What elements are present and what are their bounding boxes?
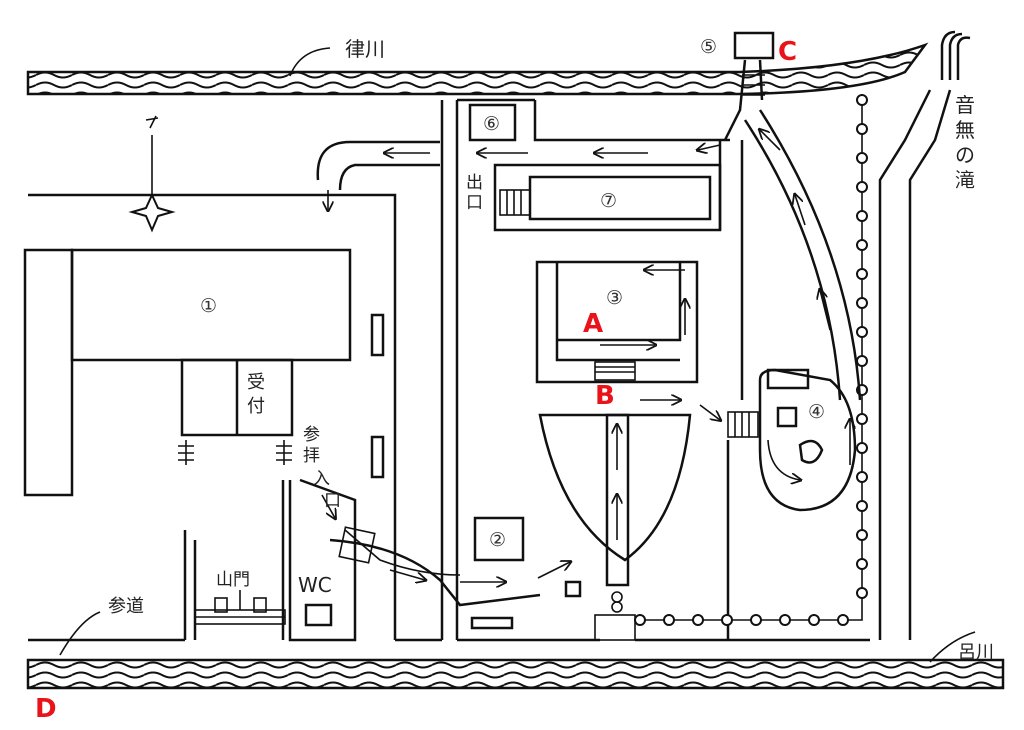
fence-post	[856, 268, 868, 280]
river-rosen	[26, 611, 1005, 690]
building-1	[23, 248, 352, 497]
precinct-walls	[28, 89, 952, 642]
char: 口	[466, 193, 483, 213]
label-sanmon: 山門	[216, 570, 250, 590]
building-3	[535, 260, 699, 384]
char: の	[955, 143, 975, 167]
fence-post	[837, 614, 849, 626]
label-wc: WC	[298, 573, 332, 597]
waterfall-icon	[940, 30, 971, 80]
fence-post	[856, 558, 868, 570]
walkway	[605, 413, 630, 587]
building-7	[493, 163, 722, 232]
char: 無	[955, 118, 975, 142]
marker-b: B	[595, 381, 615, 411]
building-4-number: ④	[808, 401, 825, 423]
label-exit: 出 口	[466, 173, 483, 213]
fence-post	[856, 442, 868, 454]
char: 拝	[303, 446, 320, 466]
fence-post	[779, 614, 791, 626]
fence-post	[856, 239, 868, 251]
fence-post	[856, 297, 868, 309]
fence-post	[692, 614, 704, 626]
fence-post	[856, 500, 868, 512]
steps	[594, 614, 636, 641]
marker-d: D	[35, 694, 57, 724]
building-5	[733, 31, 775, 60]
building-3-number: ③	[606, 287, 623, 309]
fence-post	[856, 355, 868, 367]
char: 口	[324, 491, 341, 511]
char: 滝	[955, 168, 975, 192]
label-sando: 参道	[108, 596, 144, 617]
char: 参	[303, 425, 320, 445]
building-6-number: ⑥	[483, 113, 500, 135]
fence-post	[634, 614, 646, 626]
building-1-number: ①	[200, 295, 217, 317]
fence-post	[856, 94, 868, 106]
fence-post	[808, 614, 820, 626]
fence-post	[856, 471, 868, 483]
fence-post	[750, 614, 762, 626]
lantern	[370, 435, 385, 479]
marker-c: C	[778, 37, 797, 67]
building-6	[468, 103, 517, 142]
label-entrance: 参 拝 入 口	[303, 425, 341, 511]
label-rosen: 呂川	[958, 642, 994, 663]
char: 出	[466, 173, 483, 193]
wc-building	[304, 603, 333, 627]
label-ritsusen: 律川	[345, 37, 385, 61]
fence-post	[856, 529, 868, 541]
lantern	[370, 313, 385, 357]
fence-post	[856, 326, 868, 338]
fence-post	[856, 152, 868, 164]
fence-post	[663, 614, 675, 626]
fence	[634, 94, 868, 626]
fence-post	[856, 123, 868, 135]
fence-post	[856, 181, 868, 193]
fence-post	[640, 95, 863, 621]
fence-post	[721, 614, 733, 626]
visitor-route	[316, 59, 862, 607]
building-7-number: ⑦	[600, 190, 617, 212]
marker-a: A	[583, 309, 603, 339]
river-ritsusen	[26, 42, 929, 96]
label-waterfall: 音 無 の 滝	[955, 93, 975, 192]
sanmon-gate	[194, 590, 286, 625]
building-4-area	[727, 368, 857, 512]
char: 付	[247, 396, 265, 417]
north-compass-icon	[128, 115, 176, 233]
char: 入	[313, 469, 330, 489]
building-2	[473, 516, 525, 562]
building-2-number: ②	[489, 529, 506, 551]
char: 音	[955, 93, 975, 117]
fence-post	[856, 210, 868, 222]
fence-post	[856, 413, 868, 425]
fan-garden	[538, 413, 692, 562]
label-reception: 受 付	[247, 372, 265, 417]
char: 受	[247, 372, 265, 393]
fence-post	[856, 587, 868, 599]
building-5-number: ⑤	[700, 36, 717, 58]
